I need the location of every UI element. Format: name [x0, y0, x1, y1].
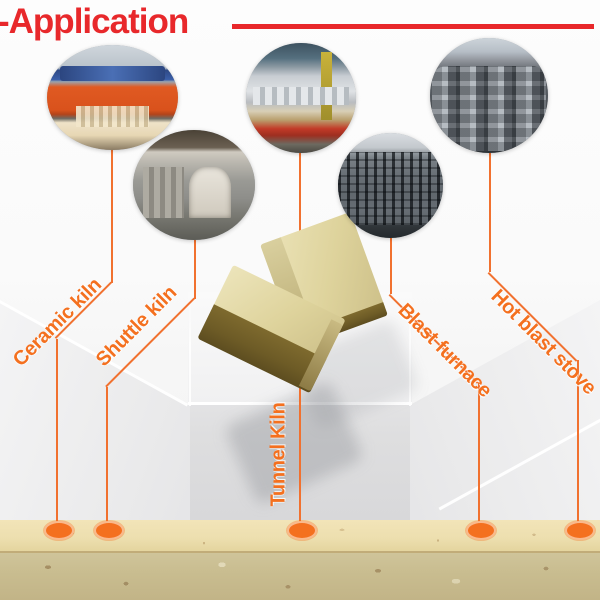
left-corner-seam: [189, 300, 191, 406]
page-title: -Application: [0, 2, 189, 41]
tunnel-kiln-photo[interactable]: [246, 43, 356, 153]
right-corner-seam: [409, 300, 411, 406]
shuttle-kiln-photo-image: [133, 130, 255, 240]
band-layer-divider: [0, 551, 600, 554]
connector-blast-furnace-segment-3: [478, 382, 480, 528]
blast-furnace-photo-image: [338, 133, 443, 238]
band-lower-layer: [0, 553, 600, 600]
connector-hot-blast-stove-segment-3: [577, 360, 579, 528]
hot-blast-stove-photo[interactable]: [430, 38, 548, 153]
shuttle-kiln-photo[interactable]: [133, 130, 255, 240]
hot-blast-stove-photo-image: [430, 38, 548, 153]
label-tunnel-kiln: Tunnel Kiln: [267, 402, 290, 507]
connector-shuttle-kiln-segment-1: [194, 238, 196, 299]
connector-shuttle-kiln-segment-3: [106, 387, 108, 528]
header-rule: [232, 24, 594, 29]
page-header: -Application: [0, 0, 600, 46]
connector-blast-furnace-segment-1: [390, 238, 392, 294]
connector-hot-blast-stove-segment-1: [489, 150, 491, 272]
connector-ceramic-kiln-segment-1: [111, 140, 113, 283]
marker-blast-furnace[interactable]: [466, 521, 496, 540]
marker-hot-blast-stove[interactable]: [565, 521, 595, 540]
marker-tunnel-kiln[interactable]: [287, 521, 317, 540]
connector-ceramic-kiln-segment-3: [56, 339, 58, 528]
tunnel-kiln-photo-image: [246, 43, 356, 153]
blast-furnace-photo[interactable]: [338, 133, 443, 238]
marker-ceramic-kiln[interactable]: [44, 521, 74, 540]
marker-shuttle-kiln[interactable]: [94, 521, 124, 540]
